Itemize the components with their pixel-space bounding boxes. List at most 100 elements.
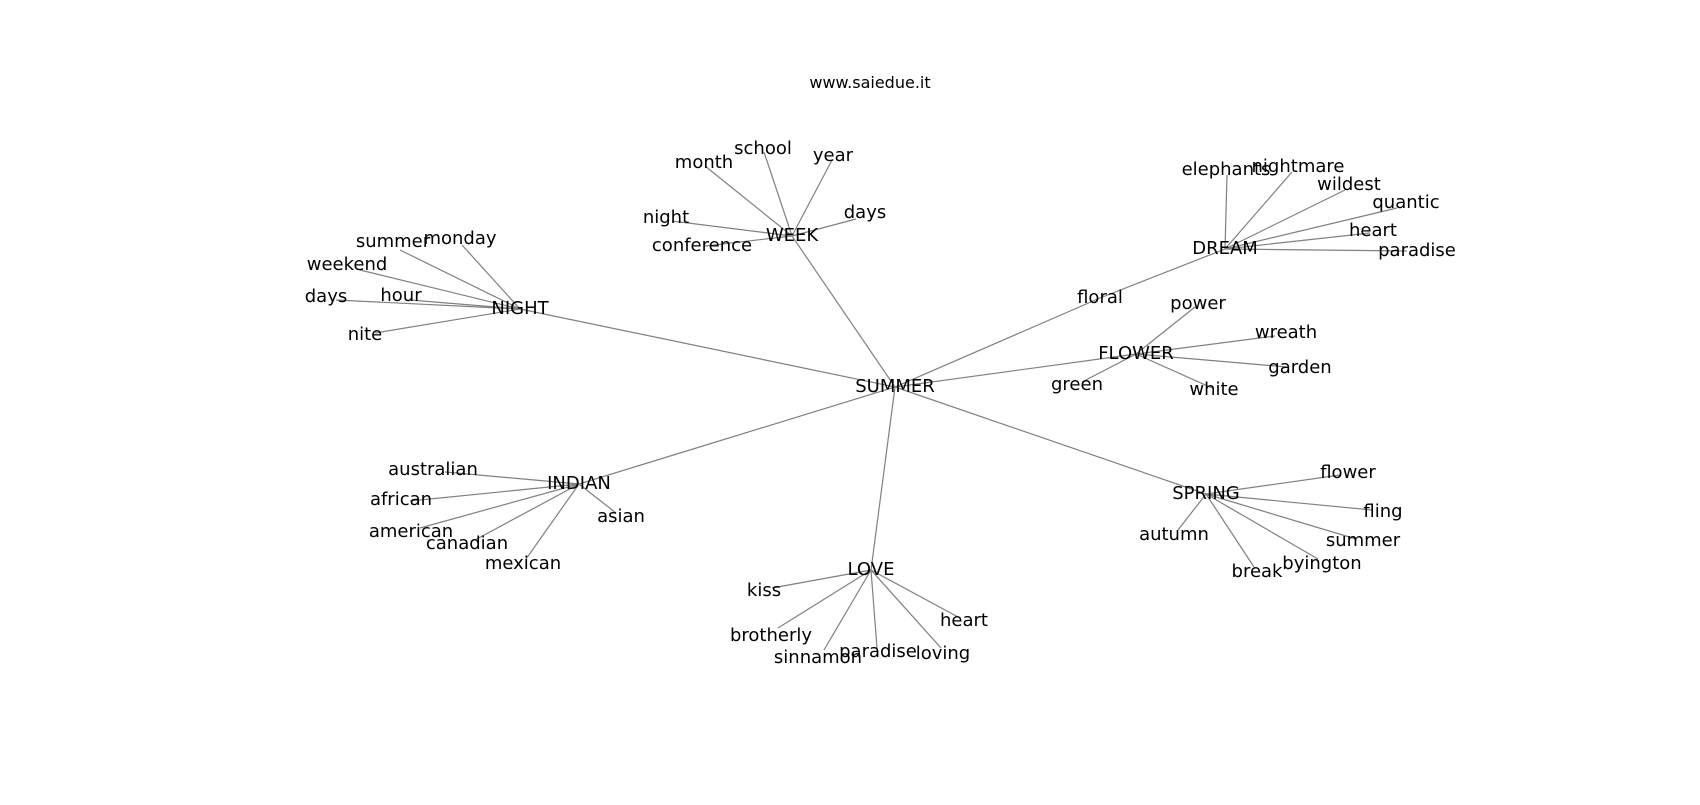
watermark: www.saiedue.it xyxy=(809,73,930,92)
node-label-night-summer: summer xyxy=(356,231,431,252)
node-label-flower-garden: garden xyxy=(1268,357,1331,378)
edge-indian-canadian xyxy=(474,483,580,541)
edge-week-month xyxy=(704,165,793,237)
node-label-love-heart: heart xyxy=(940,610,988,631)
node-label-spring-autumn: autumn xyxy=(1139,524,1209,545)
edge-dream-elephants xyxy=(1224,174,1228,250)
node-label-dream: DREAM xyxy=(1192,238,1258,259)
node-label-flower-green: green xyxy=(1051,374,1103,395)
node-label-night: NIGHT xyxy=(491,298,549,319)
edge-week-night xyxy=(671,220,793,237)
edge-week-conference xyxy=(704,235,793,247)
node-label-love-paradise: paradise xyxy=(839,641,917,662)
edge-dream-paradise xyxy=(1224,248,1408,252)
edge-floral-dream xyxy=(1099,248,1226,299)
node-label-spring-break: break xyxy=(1232,561,1284,582)
node-label-flower-power: power xyxy=(1170,293,1226,314)
node-label-dream-nightmare: nightmare xyxy=(1252,156,1345,177)
node-label-love-kiss: kiss xyxy=(747,580,781,601)
node-label-night-weekend: weekend xyxy=(307,254,388,275)
node-label-night-nite: nite xyxy=(348,324,383,345)
node-label-spring-fling: fling xyxy=(1363,501,1402,522)
node-label-spring-byington: byington xyxy=(1282,553,1361,574)
edge-spring-autumn xyxy=(1177,493,1207,531)
edge-summer-night xyxy=(519,308,896,388)
node-label-dream-elephants: elephants xyxy=(1182,159,1271,180)
edge-spring-fling xyxy=(1205,493,1373,511)
edge-indian-australian xyxy=(444,471,580,485)
edge-spring-flower xyxy=(1205,474,1341,495)
node-label-week-days: days xyxy=(844,202,887,223)
node-label-night-monday: monday xyxy=(423,228,496,249)
edge-spring-summer xyxy=(1205,493,1357,540)
edge-night-weekend xyxy=(359,269,521,310)
edge-night-hour xyxy=(409,299,521,310)
edge-love-heart xyxy=(870,569,959,618)
edge-dream-quantic xyxy=(1224,207,1398,250)
edge-night-monday xyxy=(461,244,521,310)
node-label-dream-wildest: wildest xyxy=(1317,174,1381,195)
node-label-week: WEEK xyxy=(766,225,820,246)
edge-flower-power xyxy=(1135,306,1196,355)
node-label-week-year: year xyxy=(813,145,854,166)
edge-summer-floral xyxy=(894,297,1101,388)
node-label-dream-heart: heart xyxy=(1349,220,1397,241)
node-label-love-sinnamon: sinnamon xyxy=(774,647,862,668)
edge-indian-american xyxy=(419,483,580,529)
edge-indian-asian xyxy=(578,483,617,514)
node-label-root: SUMMER xyxy=(855,376,935,397)
edge-dream-heart xyxy=(1224,232,1371,250)
node-label-dream-paradise: paradise xyxy=(1378,240,1456,261)
node-label-love-brotherly: brotherly xyxy=(730,625,812,646)
node-label-indian-asian: asian xyxy=(597,506,645,527)
edge-night-days xyxy=(335,299,521,310)
node-label-night-days: days xyxy=(305,286,348,307)
node-label-flower-wreath: wreath xyxy=(1255,322,1317,343)
edge-indian-african xyxy=(409,483,580,502)
edge-indian-mexican xyxy=(525,483,580,560)
edge-summer-indian xyxy=(578,386,896,485)
edge-love-brotherly xyxy=(777,569,872,629)
node-label-indian-american: american xyxy=(369,521,453,542)
edge-summer-week xyxy=(791,235,896,388)
node-label-flower-white: white xyxy=(1189,379,1238,400)
edge-week-year xyxy=(791,159,833,237)
edges-layer xyxy=(335,151,1408,651)
edge-flower-white xyxy=(1135,353,1213,389)
node-label-week-month: month xyxy=(675,152,733,173)
node-label-love: LOVE xyxy=(848,559,895,580)
node-label-night-hour: hour xyxy=(380,285,422,306)
edge-flower-garden xyxy=(1135,353,1288,368)
edge-spring-byington xyxy=(1205,493,1319,560)
edge-dream-wildest xyxy=(1224,189,1346,250)
node-label-week-conference: conference xyxy=(652,235,752,256)
edge-love-paradise xyxy=(870,569,878,649)
node-label-dream-quantic: quantic xyxy=(1372,192,1439,213)
node-label-indian: INDIAN xyxy=(547,473,611,494)
edge-flower-wreath xyxy=(1135,335,1276,355)
node-label-spring: SPRING xyxy=(1172,483,1240,504)
edge-love-sinnamon xyxy=(823,569,872,651)
edge-dream-nightmare xyxy=(1224,171,1293,250)
edge-summer-spring xyxy=(894,386,1207,495)
node-label-indian-canadian: canadian xyxy=(426,533,508,554)
edge-flower-green xyxy=(1081,353,1137,383)
edge-week-school xyxy=(763,151,793,237)
edge-week-days xyxy=(791,218,857,237)
node-label-spring-summer: summer xyxy=(1326,530,1401,551)
node-label-indian-australian: australian xyxy=(388,459,478,480)
edge-summer-flower xyxy=(894,353,1137,388)
edge-night-summer xyxy=(399,249,521,310)
edge-love-kiss xyxy=(771,569,872,589)
node-label-week-night: night xyxy=(643,207,689,228)
edge-love-loving xyxy=(870,569,942,649)
node-label-week-school: school xyxy=(734,138,792,159)
node-label-indian-african: african xyxy=(370,489,432,510)
edge-summer-love xyxy=(870,386,896,571)
node-label-flower: FLOWER xyxy=(1098,343,1174,364)
node-label-indian-mexican: mexican xyxy=(485,553,561,574)
edge-spring-break xyxy=(1205,493,1255,568)
